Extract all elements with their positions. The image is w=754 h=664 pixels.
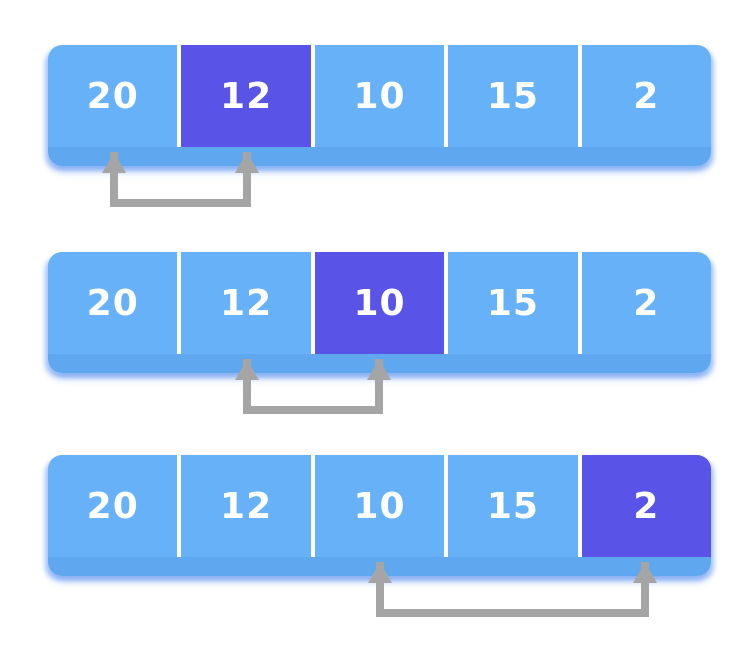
array-cell: 10	[310, 455, 445, 557]
array-cell: 12	[177, 252, 311, 354]
arrow-head-up-icon	[234, 359, 259, 380]
arrow-head-up-icon	[102, 152, 127, 173]
arrow-head-up-icon	[632, 562, 657, 583]
array-cell-highlighted: 12	[177, 45, 311, 147]
comparison-arrow	[367, 562, 657, 617]
arrow-head-up-icon	[234, 152, 259, 173]
array-cell: 20	[48, 455, 178, 557]
array-cell: 2	[577, 252, 711, 354]
array-cell: 15	[444, 455, 578, 557]
array-cell-highlighted: 10	[310, 252, 445, 354]
array-cell: 20	[48, 45, 178, 147]
arrow-head-up-icon	[367, 562, 392, 583]
array-base-strip	[48, 147, 711, 166]
array-cell: 20	[48, 252, 178, 354]
array-cell: 10	[310, 45, 445, 147]
array-cell: 2	[577, 45, 711, 147]
array-cell: 12	[177, 455, 311, 557]
array-cell: 15	[444, 252, 578, 354]
array-cell-highlighted: 2	[577, 455, 711, 557]
comparison-arrow	[102, 152, 259, 207]
arrow-head-up-icon	[367, 359, 392, 380]
comparison-arrow	[234, 359, 392, 414]
array-cell: 15	[444, 45, 578, 147]
